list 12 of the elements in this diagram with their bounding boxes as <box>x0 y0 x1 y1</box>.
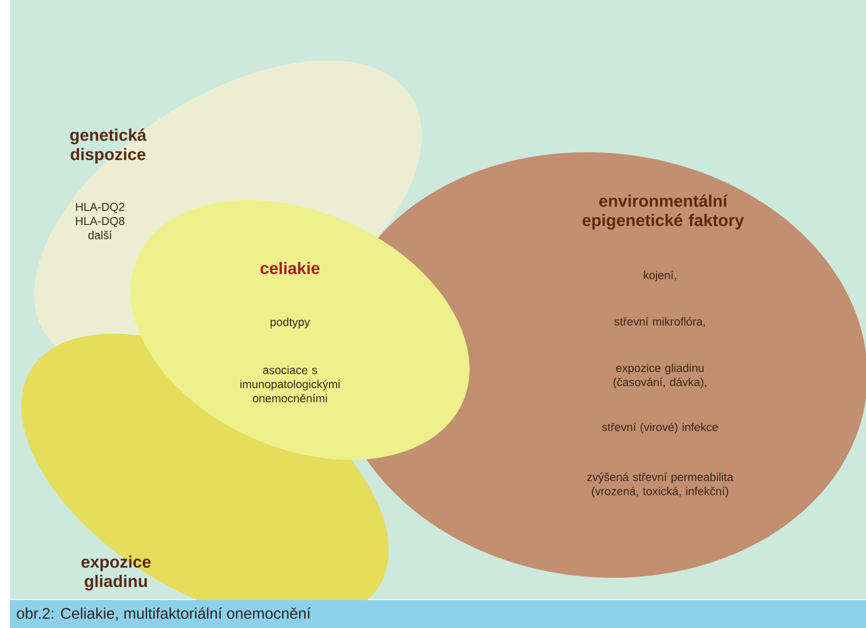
ellipse-text: střevní mikroflóra, <box>614 317 705 327</box>
ellipse-text: HLA-DQ2 HLA-DQ8 další <box>76 202 124 240</box>
ellipse-heading: genetická dispozice <box>70 128 146 164</box>
ellipse-text: zvýšená střevní permeabilita (vrozená, toxická, infekční) <box>587 472 734 498</box>
ellipse-text: asociace s imunopatologickými onemocněními <box>240 366 340 402</box>
caption-bar: obr.2: Celiakie, multifaktoriální onemocnění <box>10 600 866 628</box>
ellipse-text: kojení, <box>644 270 676 282</box>
ellipse-heading: celiakie <box>260 262 320 274</box>
ellipse-heading: environmentální epigenetické faktory <box>582 194 744 230</box>
ellipse-text: expozice gliadinu (časování, dávka), <box>614 364 706 388</box>
ellipse-text: podtypy <box>270 318 310 328</box>
ellipse-text: střevní (virové) infekce <box>602 422 718 434</box>
